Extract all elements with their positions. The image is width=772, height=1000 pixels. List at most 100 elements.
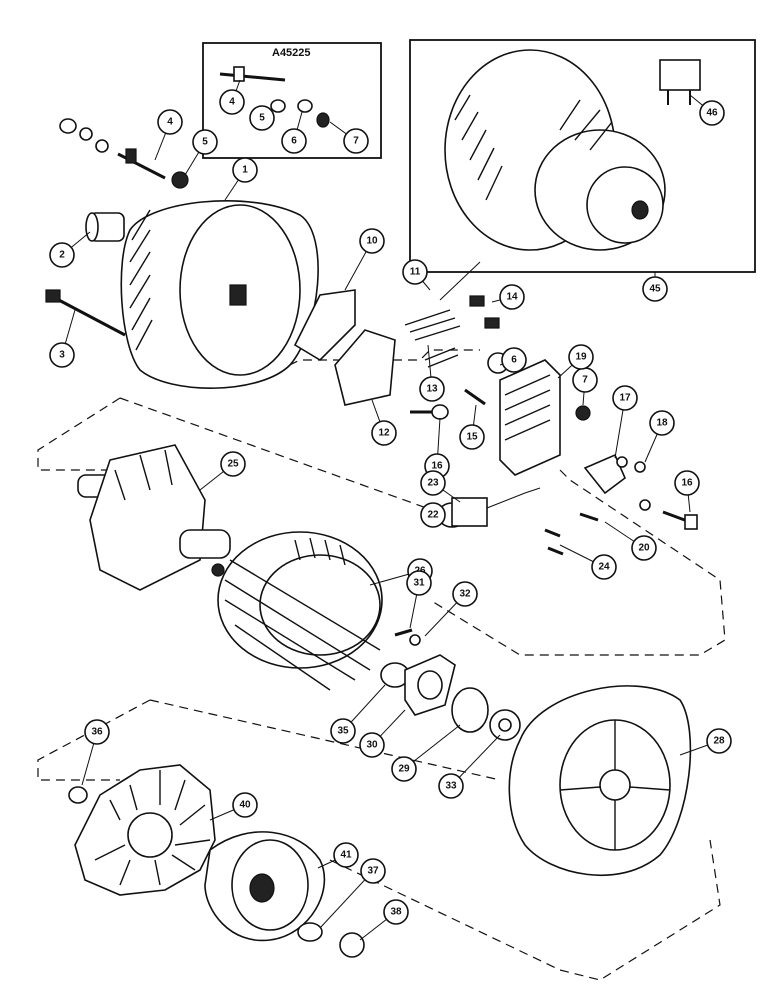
callout-circle xyxy=(438,773,464,799)
callout-number: 24 xyxy=(598,562,610,573)
dashed-group-bottom xyxy=(329,839,721,981)
callout-20: 20 xyxy=(631,535,657,561)
callout-number: 31 xyxy=(413,578,425,589)
callout-number: 17 xyxy=(619,393,631,404)
callout-circle xyxy=(612,385,638,411)
fan xyxy=(68,764,216,896)
callout-circle xyxy=(157,109,183,135)
rotor xyxy=(77,444,231,591)
callout-28: 28 xyxy=(706,728,732,754)
callout-number: 18 xyxy=(656,418,668,429)
callout-circle xyxy=(249,105,275,131)
rear-housing xyxy=(120,200,319,389)
callout-number: 2 xyxy=(59,250,65,261)
callout-15: 15 xyxy=(459,424,485,450)
callout-7: 7 xyxy=(572,367,598,393)
callout-7: 7 xyxy=(343,128,369,154)
callout-circle xyxy=(359,732,385,758)
callout-circle xyxy=(699,100,725,126)
callout-circle xyxy=(568,344,594,370)
callout-number: 5 xyxy=(259,113,265,124)
callout-number: 15 xyxy=(466,432,478,443)
callout-circle xyxy=(402,259,428,285)
callout-number: 16 xyxy=(681,478,693,489)
callout-circle xyxy=(459,424,485,450)
callout-number: 20 xyxy=(638,543,650,554)
end-frame-small-parts xyxy=(380,628,521,741)
callout-13: 13 xyxy=(419,376,445,402)
callout-circle xyxy=(501,347,527,373)
callout-circle xyxy=(383,899,409,925)
callout-circle xyxy=(232,792,258,818)
dashed-group-rotor xyxy=(37,397,130,471)
top-nuts-washers xyxy=(59,118,189,189)
callout-number: 23 xyxy=(427,478,439,489)
callout-number: 37 xyxy=(367,866,379,877)
callout-number: 6 xyxy=(291,136,297,147)
callout-36: 36 xyxy=(84,719,110,745)
callout-circle xyxy=(706,728,732,754)
callout-number: 4 xyxy=(167,117,173,128)
callout-number: 30 xyxy=(366,740,378,751)
callout-number: 10 xyxy=(366,236,378,247)
callout-number: 46 xyxy=(706,108,718,119)
callout-circle xyxy=(192,129,218,155)
callout-circle xyxy=(49,242,75,268)
callout-24: 24 xyxy=(591,554,617,580)
callout-6: 6 xyxy=(281,128,307,154)
callout-circle xyxy=(220,451,246,477)
callout-29: 29 xyxy=(391,756,417,782)
callout-number: 41 xyxy=(340,850,352,861)
callout-circle xyxy=(674,470,700,496)
capacitor xyxy=(437,487,541,528)
inset-title: A45225 xyxy=(272,47,311,59)
callout-circle xyxy=(333,842,359,868)
callout-circle xyxy=(219,89,245,115)
callout-circle xyxy=(649,410,675,436)
callout-46: 46 xyxy=(699,100,725,126)
dashed-group-end xyxy=(149,699,501,781)
callout-5: 5 xyxy=(249,105,275,131)
callout-circle xyxy=(591,554,617,580)
callout-number: 36 xyxy=(91,727,103,738)
callout-45: 45 xyxy=(642,276,668,302)
callout-32: 32 xyxy=(452,581,478,607)
callout-16: 16 xyxy=(674,470,700,496)
stator xyxy=(217,531,383,691)
callout-circle xyxy=(452,581,478,607)
callout-circle xyxy=(359,228,385,254)
brush-holder-parts xyxy=(293,261,500,420)
callout-3: 3 xyxy=(49,342,75,368)
callout-circle xyxy=(642,276,668,302)
callout-37: 37 xyxy=(360,858,386,884)
callout-number: 32 xyxy=(459,589,471,600)
callout-number: 40 xyxy=(239,800,251,811)
inset-box-alternator-assembly xyxy=(409,39,756,273)
callout-number: 14 xyxy=(506,292,518,303)
rectifier xyxy=(487,352,591,476)
callout-6: 6 xyxy=(501,347,527,373)
callout-circle xyxy=(49,342,75,368)
through-bolt xyxy=(45,289,126,337)
callout-25: 25 xyxy=(220,451,246,477)
callout-41: 41 xyxy=(333,842,359,868)
callout-number: 45 xyxy=(649,284,661,295)
terminal-parts xyxy=(544,453,698,556)
callout-10: 10 xyxy=(359,228,385,254)
callout-4: 4 xyxy=(219,89,245,115)
callout-2: 2 xyxy=(49,242,75,268)
callout-number: 25 xyxy=(227,459,239,470)
callout-circle xyxy=(330,718,356,744)
callout-number: 19 xyxy=(575,352,587,363)
callout-30: 30 xyxy=(359,732,385,758)
leader-line xyxy=(319,870,374,929)
callout-circle xyxy=(343,128,369,154)
callout-circle xyxy=(406,570,432,596)
callout-number: 16 xyxy=(431,461,443,472)
callout-14: 14 xyxy=(499,284,525,310)
pulley xyxy=(204,831,365,958)
callout-number: 38 xyxy=(390,907,402,918)
callout-circle xyxy=(499,284,525,310)
